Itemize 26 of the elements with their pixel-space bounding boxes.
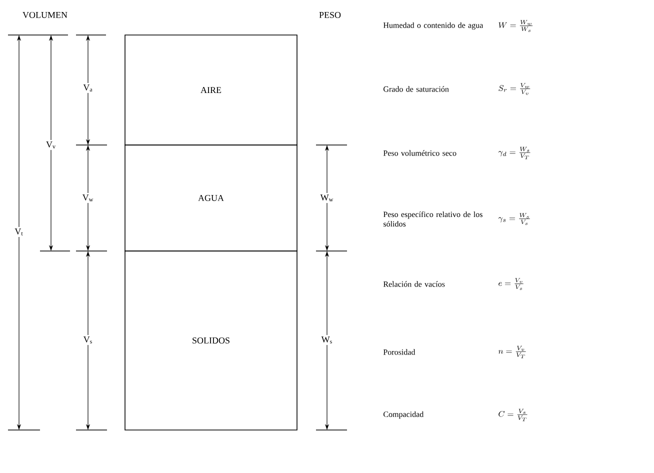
dimension-label: W$_{s}$ bbox=[320, 335, 334, 345]
dimension-label: V$_{v}$ bbox=[44, 140, 58, 150]
formula: $n = \frac{V_v}{V_T}$ bbox=[498, 346, 526, 358]
dimension-label: V$_{s}$ bbox=[82, 335, 94, 345]
formula: $S_r = \frac{V_w}{V_v}$ bbox=[498, 83, 530, 95]
dimension-label: V$_{a}$ bbox=[82, 83, 94, 93]
column-heading: VOLUMEN bbox=[22, 12, 68, 18]
property-name: Compacidad bbox=[384, 411, 424, 419]
property-name: Grado de saturación bbox=[384, 86, 449, 92]
formula: $C = \frac{V_s}{V_T}$ bbox=[498, 408, 528, 422]
phase-box: AGUA bbox=[124, 144, 298, 252]
formula: $\gamma_s = \frac{W_s}{V_s}$ bbox=[498, 213, 530, 225]
column-heading: PESO bbox=[319, 12, 341, 18]
formula: $W = \frac{W_w}{W_s}$ bbox=[498, 20, 533, 32]
property-name: Peso volumétrico seco bbox=[383, 150, 456, 156]
property-name: Porosidad bbox=[383, 349, 416, 355]
formula: $\gamma_d = \frac{W_s}{V_T}$ bbox=[498, 146, 530, 160]
formula: $e = \frac{V_v}{V_s}$ bbox=[498, 278, 524, 290]
property-name: Peso específico relativo de los sólidos bbox=[383, 211, 482, 227]
phase-box: AIRE bbox=[124, 34, 298, 146]
phase-box: SOLIDOS bbox=[124, 250, 298, 430]
property-name: Humedad o contenido de agua bbox=[383, 22, 484, 30]
dimension-label: V$_{w}$ bbox=[80, 193, 96, 203]
dimension-label: V$_{t}$ bbox=[13, 227, 25, 237]
property-name: Relación de vacíos bbox=[383, 281, 445, 287]
dimension-label: W$_{w}$ bbox=[318, 193, 336, 203]
